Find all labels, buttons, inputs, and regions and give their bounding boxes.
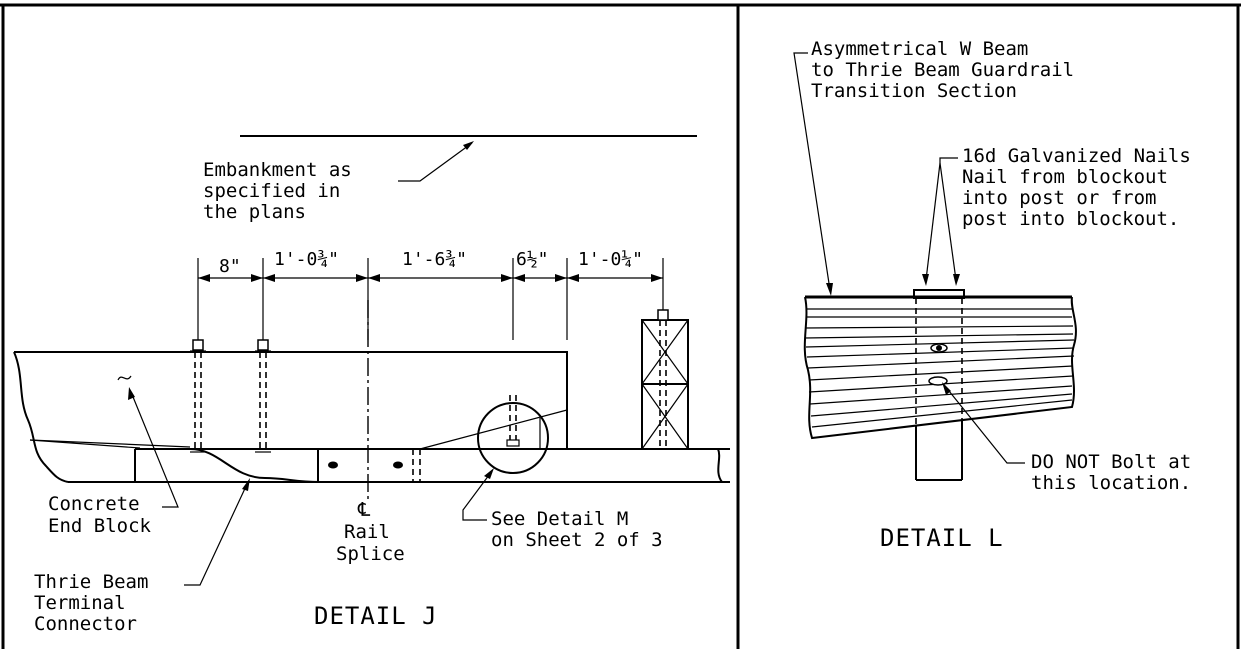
embankment-note-line: specified in — [203, 180, 340, 202]
embankment-note-line: the plans — [203, 201, 306, 223]
blockout — [913, 289, 965, 299]
guardrail-post — [641, 309, 689, 450]
nails-note-line: Nail from blockout — [962, 166, 1168, 188]
detail-j-title: DETAIL J — [314, 602, 438, 630]
nails-note-line: 16d Galvanized Nails — [962, 145, 1191, 167]
concrete-end-block-label: Concrete End Block — [48, 493, 152, 537]
terminal-connector-line: Connector — [34, 613, 137, 635]
dimension-labels: 8" 1'-0¾" 1'-6¾" 6½" 1'-0¼" — [215, 249, 643, 277]
see-detail-m-note: See Detail M on Sheet 2 of 3 — [491, 508, 663, 551]
anchor-bolt — [190, 339, 206, 453]
detail-l-title: DETAIL L — [880, 524, 1004, 552]
concrete-end-block-line: Concrete — [48, 493, 140, 515]
thrie-beam-rail — [68, 409, 730, 483]
concrete-end-block-line: End Block — [48, 515, 152, 537]
transition-section-line: to Thrie Beam Guardrail — [811, 59, 1074, 81]
dimension-label: 8" — [219, 256, 241, 277]
nails-note-line: post into blockout. — [962, 208, 1179, 230]
dimension-label: 1'-0¼" — [578, 249, 643, 270]
embankment-note-line: Embankment as — [203, 159, 352, 181]
dimension-label: 6½" — [516, 249, 549, 270]
anchor-bolt — [255, 339, 271, 453]
do-not-bolt-line: this location. — [1031, 472, 1191, 494]
terminal-connector-line: Thrie Beam — [34, 571, 148, 593]
detail-m-callout-circle — [477, 402, 549, 474]
unbolted-slot — [928, 376, 948, 386]
sheet-border — [0, 3, 1241, 649]
dimension-arrows — [198, 274, 663, 282]
splice-bolt-hole — [393, 461, 403, 469]
see-detail-m-line: on Sheet 2 of 3 — [491, 529, 663, 551]
nails-note: 16d Galvanized Nails Nail from blockout … — [962, 145, 1202, 230]
dimension-label: 1'-6¾" — [402, 249, 467, 270]
terminal-connector-label: Thrie Beam Terminal Connector — [34, 571, 160, 635]
rail-splice-label: Rail Splice — [336, 521, 405, 565]
transition-section-line: Asymmetrical W Beam — [811, 38, 1028, 60]
transition-section-note: Asymmetrical W Beam to Thrie Beam Guardr… — [811, 38, 1086, 102]
dimension-label: 1'-0¾" — [274, 249, 339, 270]
wood-post — [915, 420, 963, 481]
rail-splice-line: Splice — [336, 543, 405, 565]
do-not-bolt-line: DO NOT Bolt at — [1031, 451, 1191, 473]
see-detail-m-line: See Detail M — [491, 508, 628, 530]
embankment-note: Embankment as specified in the plans — [203, 159, 363, 223]
dimension-extension-lines — [197, 258, 664, 340]
splice-bolt-hole — [328, 461, 338, 469]
centerline-symbol: ℄ — [357, 499, 371, 521]
terminal-connector-line: Terminal — [34, 592, 126, 614]
nails-note-line: into post or from — [962, 187, 1156, 209]
do-not-bolt-note: DO NOT Bolt at this location. — [1031, 451, 1203, 494]
concrete-end-block — [13, 351, 568, 483]
transition-beam-section — [803, 295, 1077, 440]
detail-j: Embankment as specified in the plans — [13, 135, 730, 635]
detail-l: Asymmetrical W Beam to Thrie Beam Guardr… — [793, 38, 1203, 552]
transition-section-line: Transition Section — [811, 80, 1017, 102]
rail-splice-line: Rail — [344, 521, 390, 543]
